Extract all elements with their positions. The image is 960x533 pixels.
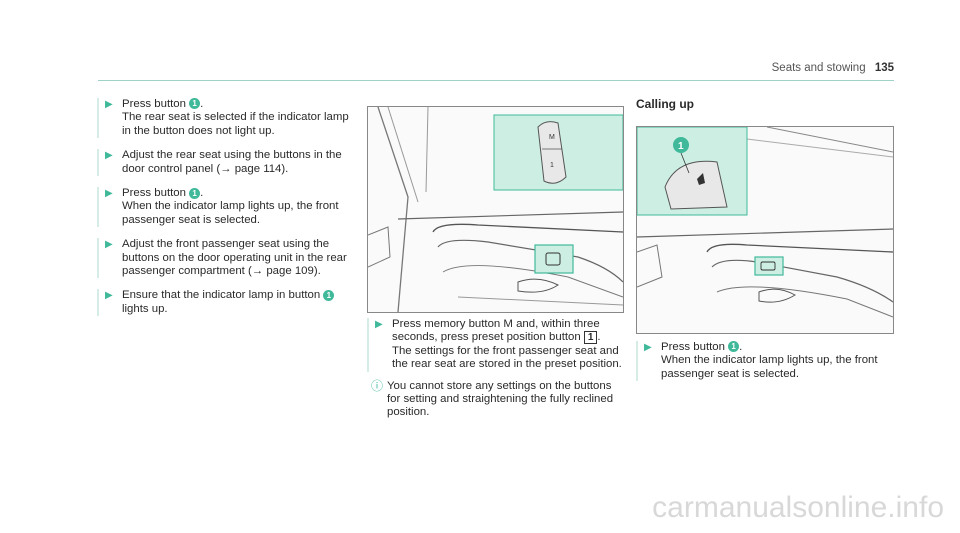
highlighted-button-area (754, 256, 784, 276)
door-panel-illustration: M 1 (368, 107, 623, 312)
step-arrow-icon: ▶ (105, 188, 113, 200)
step-1-punct: . (200, 98, 204, 110)
step-3-punct: . (200, 187, 204, 200)
highlighted-button-area (534, 244, 574, 274)
step-arrow-icon: ▶ (105, 99, 113, 110)
column-left: ▶ Press button 1. The rear seat is selec… (97, 98, 352, 327)
step-2: ▶ Adjust the rear seat using the buttons… (97, 149, 352, 177)
callup-punct: . (739, 341, 743, 353)
step-arrow-icon: ▶ (644, 342, 652, 353)
running-header: Seats and stowing 135 (772, 62, 894, 74)
store-result: The settings for the front passenger sea… (392, 344, 622, 371)
note-text: You cannot store any settings on the but… (387, 379, 614, 419)
step-bar (367, 318, 369, 372)
column-right: ▶ Press button 1. When the indicator lam… (636, 341, 892, 392)
step-5-instruction: Ensure that the indicator lamp in button (122, 289, 324, 302)
step-1-instruction: Press button (122, 98, 190, 110)
step-text: Press button 1. When the indicator lamp … (119, 187, 352, 227)
button-1-badge: 1 (323, 289, 335, 301)
seat-button-icon (545, 252, 561, 266)
header-rule (98, 80, 894, 81)
step-bar (97, 238, 99, 279)
seat-button-icon (760, 261, 776, 271)
callout-1-label: 1 (678, 141, 684, 152)
step-3: ▶ Press button 1. When the indicator lam… (97, 187, 352, 228)
step-arrow-icon: ▶ (105, 239, 113, 251)
step-1-result: The rear seat is selected if the indicat… (122, 111, 349, 137)
callup-result: When the indicator lamp lights up, the f… (661, 354, 878, 380)
info-note: ⓘ You cannot store any settings on the b… (367, 378, 622, 420)
step-text: Press button 1. The rear seat is selecte… (119, 98, 352, 138)
section-title: Calling up (636, 97, 694, 111)
step-3-instruction: Press button (122, 187, 190, 200)
step-text: Ensure that the indicator lamp in button… (119, 289, 352, 316)
preset-key-1: 1 (583, 331, 598, 345)
step-1: ▶ Press button 1. The rear seat is selec… (97, 98, 352, 139)
button-1-badge: 1 (728, 341, 740, 353)
door-panel-figure-callup: 1 (636, 126, 894, 334)
step-bar (97, 98, 99, 139)
step-bar (97, 289, 99, 317)
step-4: ▶ Adjust the front passenger seat using … (97, 238, 352, 279)
step-3-result: When the indicator lamp lights up, the f… (122, 200, 339, 226)
callup-instruction: Press button (661, 341, 729, 353)
step-text: Press memory button M and, within three … (389, 318, 622, 372)
step-5: ▶ Ensure that the indicator lamp in butt… (97, 289, 352, 317)
step-bar (97, 149, 99, 177)
step-callup: ▶ Press button 1. When the indicator lam… (636, 341, 892, 382)
door-panel-illustration: 1 (637, 127, 893, 333)
button-1-badge: 1 (189, 187, 201, 199)
step-2-text: Adjust the rear seat using the buttons i… (122, 149, 342, 175)
inset-label-m: M (549, 134, 555, 141)
seat-icon (697, 173, 705, 185)
step-bar (97, 187, 99, 228)
step-5-rest: lights up. (122, 302, 168, 315)
store-punct: . (597, 331, 601, 344)
watermark: carmanualsonline.info (652, 491, 944, 524)
info-icon: ⓘ (370, 378, 383, 393)
step-arrow-icon: ▶ (105, 290, 113, 302)
memory-buttons-inset (537, 121, 567, 184)
store-instruction: Press memory button M and, within three … (392, 318, 600, 344)
column-middle: ▶ Press memory button M and, within thre… (367, 318, 622, 420)
step-4-text: Adjust the front passenger seat using th… (122, 238, 347, 278)
seat-select-button-inset (664, 160, 728, 210)
door-panel-figure-store: M 1 (367, 106, 624, 313)
step-arrow-icon: ▶ (375, 319, 383, 330)
inset-label-1: 1 (550, 162, 554, 169)
step-store: ▶ Press memory button M and, within thre… (367, 318, 622, 372)
callout-1-icon (673, 137, 689, 153)
page-number: 135 (874, 62, 894, 74)
step-text: Press button 1. When the indicator lamp … (658, 341, 892, 381)
step-bar (636, 341, 638, 382)
header-title: Seats and stowing (771, 62, 866, 74)
button-1-badge: 1 (189, 98, 201, 110)
step-arrow-icon: ▶ (105, 150, 113, 162)
